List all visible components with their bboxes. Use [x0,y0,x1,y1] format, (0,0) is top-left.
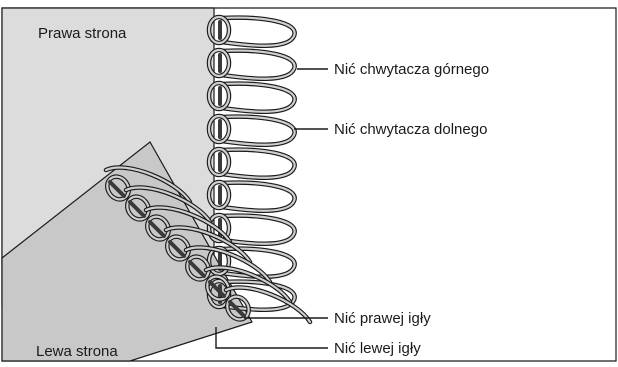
label-right-side: Prawa strona [38,25,127,42]
callout-lower-looper-thread: Nić chwytacza dolnego [334,121,487,138]
upper-looper-loop [222,84,295,112]
upper-looper-loop [222,150,295,178]
upper-looper-loop [222,18,295,46]
upper-looper-loop [222,117,295,145]
upper-looper-loop [222,216,295,244]
label-wrong-side: Lewa strona [36,343,118,360]
callout-left-needle-thread: Nić lewej igły [334,340,421,357]
callout-right-needle-thread: Nić prawej igły [334,310,431,327]
leader-left-needle [216,327,328,348]
upper-looper-loop [222,51,295,79]
callout-upper-looper-thread: Nić chwytacza górnego [334,61,489,78]
upper-looper-loop [222,183,295,211]
